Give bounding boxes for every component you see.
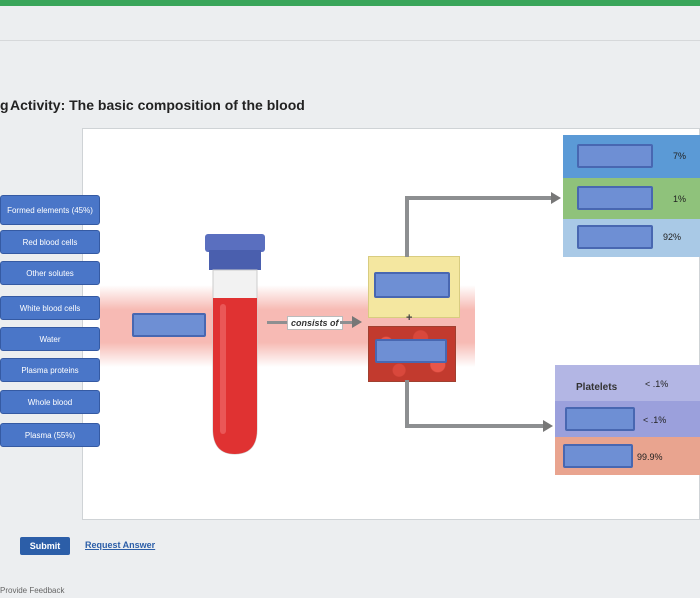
percent-label: 1%: [673, 194, 687, 204]
title-fragment: g: [0, 97, 9, 113]
connector-line: [267, 321, 287, 324]
plus-sign: +: [406, 312, 413, 324]
divider: [0, 40, 700, 41]
label-formed-elements[interactable]: Formed elements (45%): [0, 195, 100, 225]
provide-feedback-link[interactable]: Provide Feedback: [0, 586, 65, 595]
tier-other-solutes: 1%: [563, 178, 700, 219]
platelets-label: Platelets: [576, 382, 618, 393]
page-title: Activity: The basic composition of the b…: [10, 97, 305, 113]
percent-label: < .1%: [645, 379, 669, 389]
percent-label: 92%: [663, 232, 682, 242]
label-red-blood-cells[interactable]: Red blood cells: [0, 230, 100, 254]
request-answer-link[interactable]: Request Answer: [85, 540, 156, 550]
label-water[interactable]: Water: [0, 327, 100, 351]
arrow-icon: [352, 316, 362, 328]
drop-target-whole-blood[interactable]: [132, 313, 206, 337]
tier-water: 92%: [563, 219, 700, 257]
percent-label: < .1%: [643, 415, 667, 425]
branch-line: [405, 380, 409, 428]
percent-label: 99.9%: [637, 452, 663, 462]
drop-target-plasma[interactable]: [374, 272, 450, 298]
label-white-blood-cells[interactable]: White blood cells: [0, 296, 100, 320]
tier-platelets: < .1%: [555, 365, 700, 401]
arrow-icon: [551, 192, 561, 204]
branch-line: [405, 197, 409, 257]
label-other-solutes[interactable]: Other solutes: [0, 261, 100, 285]
test-tube-icon: [205, 234, 265, 455]
tier-red-blood-cells: 99.9%: [555, 437, 700, 475]
arrow-icon: [543, 420, 553, 432]
connector-line: [340, 321, 354, 324]
label-plasma[interactable]: Plasma (55%): [0, 423, 100, 447]
drop-target-tier-5[interactable]: [565, 407, 635, 431]
label-plasma-proteins[interactable]: Plasma proteins: [0, 358, 100, 382]
drop-target-tier-3[interactable]: [577, 225, 653, 249]
tier-plasma-proteins: 7%: [563, 135, 700, 178]
branch-line: [405, 196, 553, 200]
consists-of-label: consists of: [287, 316, 343, 330]
tier-white-blood-cells: < .1%: [555, 401, 700, 437]
drop-target-formed-elements[interactable]: [375, 339, 447, 363]
drop-target-tier-6[interactable]: [563, 444, 633, 468]
submit-button[interactable]: Submit: [20, 537, 70, 555]
drop-target-tier-1[interactable]: [577, 144, 653, 168]
percent-label: 7%: [673, 151, 687, 161]
drop-target-tier-2[interactable]: [577, 186, 653, 210]
branch-line: [405, 424, 545, 428]
top-accent-bar: [0, 0, 700, 6]
label-whole-blood[interactable]: Whole blood: [0, 390, 100, 414]
